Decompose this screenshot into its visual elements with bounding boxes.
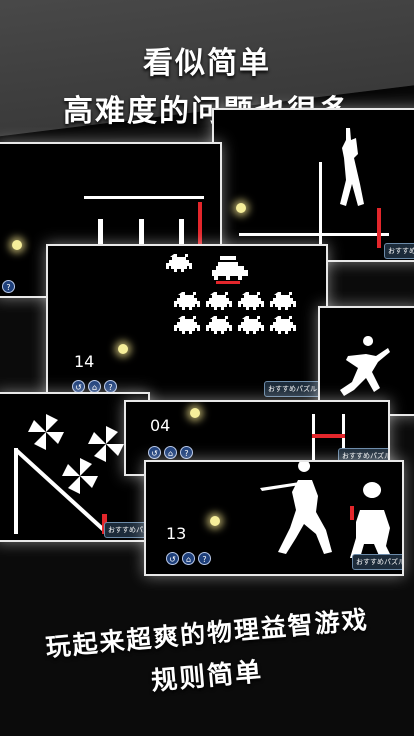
recommend-puzzle-tag[interactable]: おすすめパズル <box>264 381 321 397</box>
jumper-silhouette-icon <box>340 336 390 396</box>
recommend-puzzle-tag[interactable]: おすすめパズル <box>104 522 148 538</box>
post-right <box>342 414 345 468</box>
retry-button[interactable]: ↺ <box>166 552 179 565</box>
puzzle-card-batter[interactable]: 13 ↺ ⌂ ? おすすめパズル <box>144 460 404 576</box>
windmill-icon <box>28 414 124 494</box>
player-silhouette-icon <box>340 128 364 206</box>
batter-silhouette-icon <box>260 462 332 554</box>
level-number: 04 <box>150 416 171 435</box>
help-button[interactable]: ? <box>198 552 211 565</box>
headline-top-line1: 看似简单 <box>143 46 271 81</box>
ball[interactable] <box>12 240 22 250</box>
invaders-icon <box>166 254 296 334</box>
ball[interactable] <box>236 203 246 213</box>
recommend-puzzle-tag[interactable]: おすすめパズル <box>384 243 414 259</box>
control-buttons: ? <box>2 280 15 293</box>
horizontal-bar <box>239 233 389 236</box>
puzzle-card-invaders[interactable]: 14 ↺ ⌂ ? おすすめパズル <box>46 244 328 402</box>
ball[interactable] <box>118 344 128 354</box>
help-button[interactable]: ? <box>2 280 15 293</box>
top-rail <box>84 196 204 199</box>
level-number: 13 <box>166 524 187 543</box>
retry-button[interactable]: ↺ <box>148 446 161 459</box>
recommend-puzzle-tag[interactable]: おすすめパズル <box>352 554 402 570</box>
catcher-silhouette-icon <box>350 482 392 558</box>
puzzle-card-pitcher[interactable]: おすすめパズル <box>212 108 414 262</box>
ball[interactable] <box>210 516 220 526</box>
ball[interactable] <box>190 408 200 418</box>
control-buttons: ↺ ⌂ ? <box>148 446 193 459</box>
red-goal-bar <box>377 208 381 248</box>
control-buttons: ↺ ⌂ ? <box>166 552 211 565</box>
home-button[interactable]: ⌂ <box>164 446 177 459</box>
help-button[interactable]: ? <box>180 446 193 459</box>
red-crossbar <box>312 434 345 438</box>
vertical-bar <box>319 162 322 252</box>
post-left <box>312 414 315 468</box>
level-number: 14 <box>74 352 95 371</box>
home-button[interactable]: ⌂ <box>182 552 195 565</box>
